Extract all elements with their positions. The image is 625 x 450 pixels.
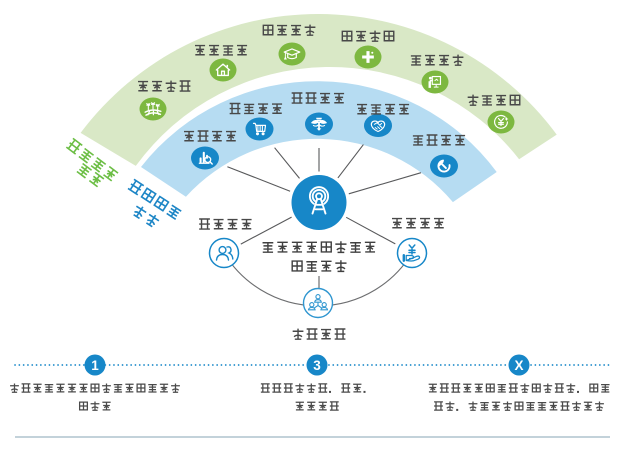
svg-text:X: X (514, 358, 523, 373)
svg-text:1: 1 (91, 358, 99, 373)
svg-text:3: 3 (313, 358, 321, 373)
